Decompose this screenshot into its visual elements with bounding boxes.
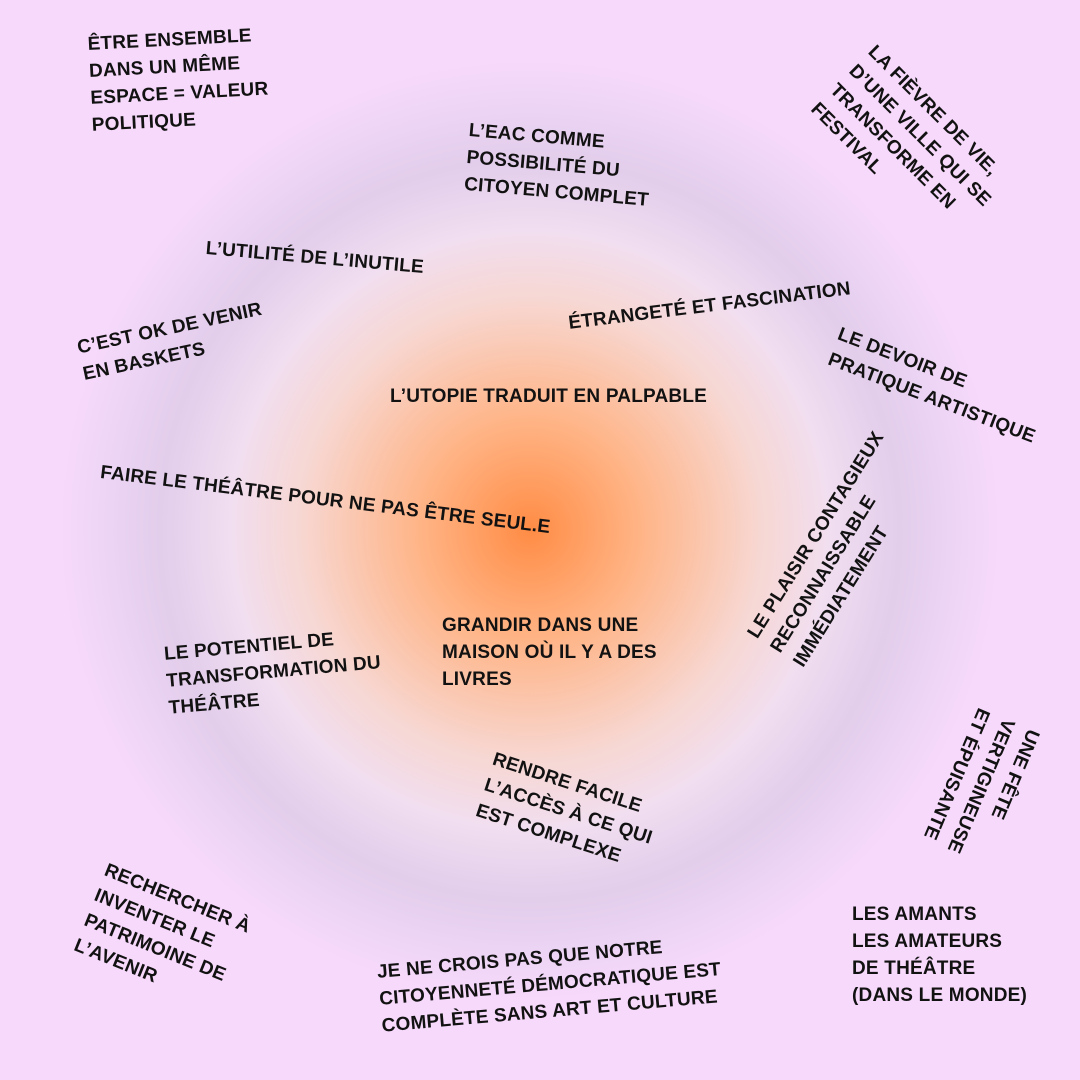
phrase-amants: LES AMANTS LES AMATEURS DE THÉÂTRE (DANS… xyxy=(852,904,1028,1006)
phrase-eac: L’EAC COMME POSSIBILITÉ DU CITOYEN COMPL… xyxy=(463,119,650,211)
phrase-utopie: L’UTOPIE TRADUIT EN PALPABLE xyxy=(390,386,708,407)
phrase-grandir: GRANDIR DANS UNE MAISON OÙ IL Y A DES LI… xyxy=(442,615,657,690)
phrase-etre-ensemble: ÊTRE ENSEMBLE DANS UN MÊME ESPACE = VALE… xyxy=(87,25,269,136)
